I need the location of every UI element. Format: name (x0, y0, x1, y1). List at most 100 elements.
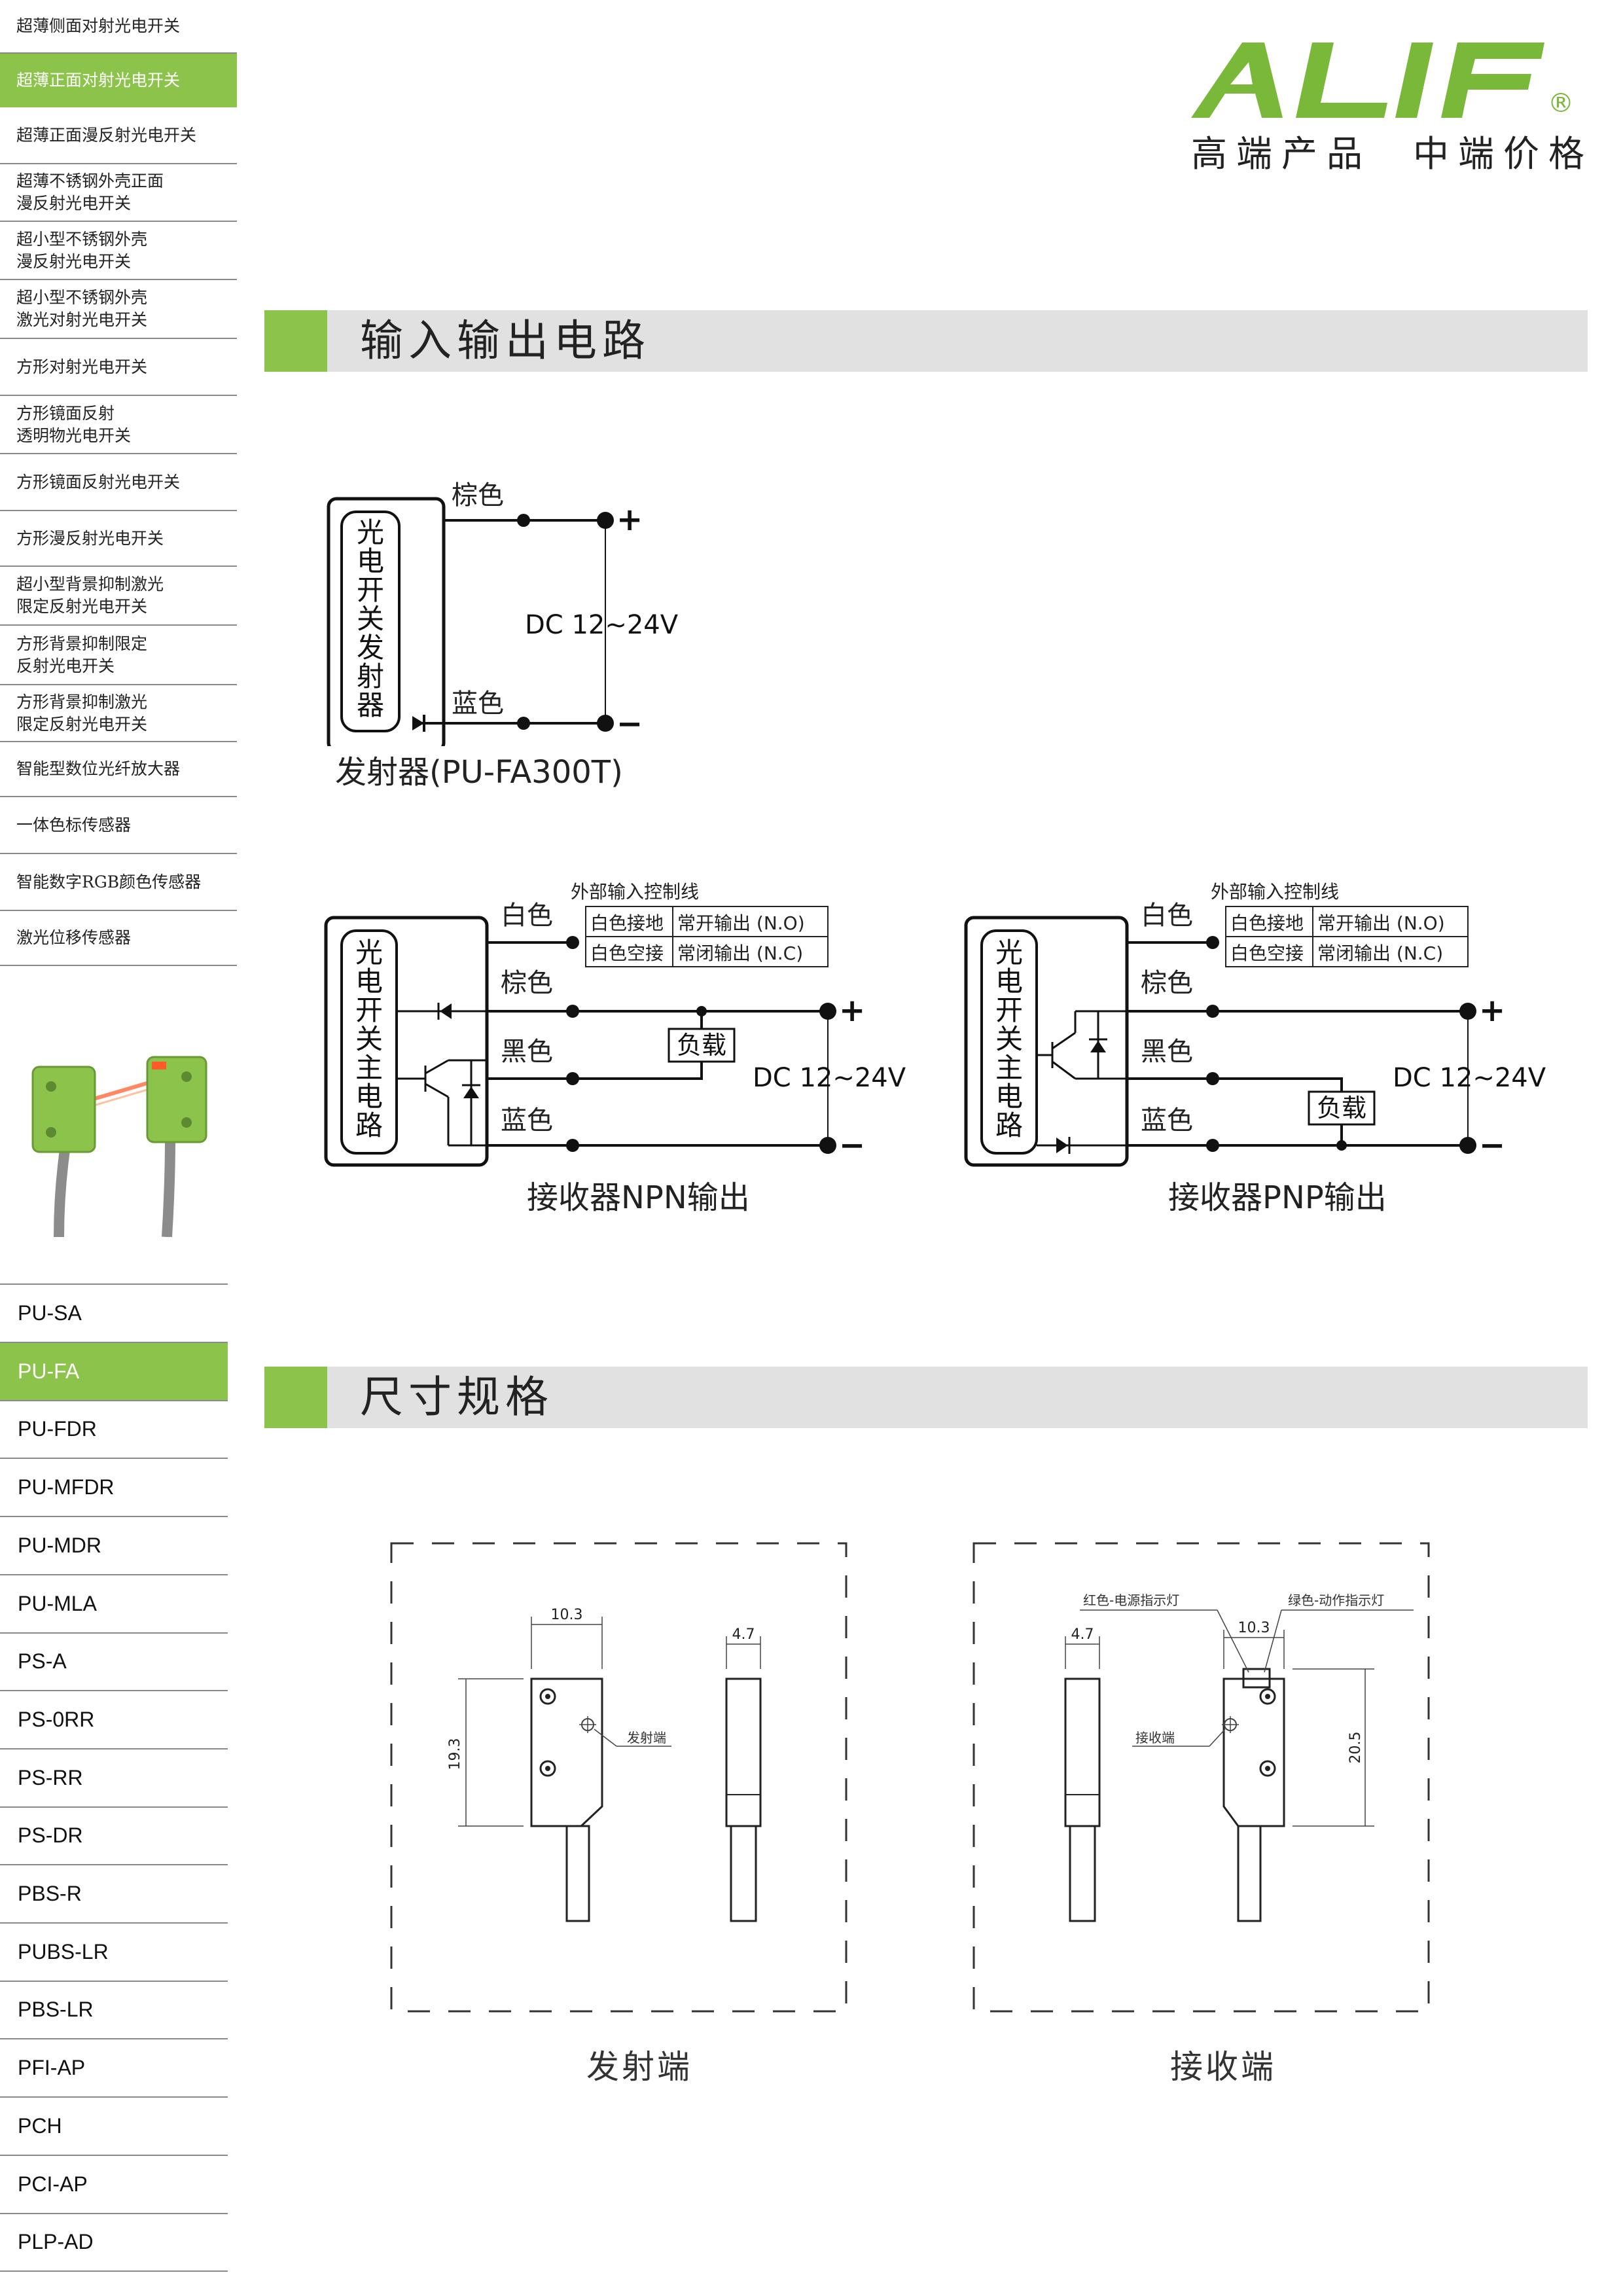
model-menu-item-label: PU-MDR (18, 1534, 101, 1557)
receiver-dim-caption: 接收端 (1170, 2048, 1276, 2086)
model-menu-item[interactable]: PU-FDR (0, 1401, 228, 1459)
dim-depth: 4.7 (1071, 1626, 1094, 1643)
sensor-front-outline (1222, 1677, 1285, 1827)
section-header-dimensions: 尺寸规格 (264, 1367, 1588, 1428)
alif-logo-mark (1191, 43, 1544, 118)
wire-black-label: 黑色 (501, 1037, 553, 1067)
category-menu-item[interactable]: 超薄正面对射光电开关 (0, 54, 237, 107)
box-label-char: 开 (355, 994, 383, 1026)
registered-mark: ® (1548, 88, 1574, 118)
category-menu-item-label: 方形镜面反射 (16, 403, 115, 423)
model-menu-item[interactable]: PCI-AP (0, 2156, 228, 2214)
category-menu-item[interactable]: 方形镜面反射光电开关 (0, 454, 237, 511)
box-label-char: 器 (357, 689, 384, 721)
category-menu-item[interactable]: 方形镜面反射透明物光电开关 (0, 396, 237, 454)
cable-icon (565, 1825, 590, 1922)
model-menu-item[interactable]: PS-RR (0, 1749, 228, 1808)
category-menu-item[interactable]: 超小型背景抑制激光限定反射光电开关 (0, 567, 237, 626)
control-cell: 常闭输出 (N.C) (677, 942, 803, 964)
receiver-housing (964, 916, 1129, 1167)
load-box (668, 1028, 736, 1063)
wire-white-label: 白色 (501, 901, 553, 931)
category-menu-item-label: 超小型背景抑制激光 (16, 575, 164, 594)
control-cell: 常开输出 (N.O) (1317, 912, 1445, 934)
minus-terminal (597, 715, 614, 732)
category-menu-item[interactable]: 超薄侧面对射光电开关 (0, 0, 237, 54)
category-menu-item-label: 智能型数位光纤放大器 (16, 759, 181, 778)
model-menu-item[interactable]: PU-SA (0, 1285, 228, 1343)
model-menu-item[interactable]: PBS-R (0, 1865, 228, 1924)
receiver-dimension-drawing: 4.7 接收端 红色-电源指示灯 绿色-动作指示灯 10.3 20.5 (972, 1542, 1430, 2013)
category-menu-item[interactable]: 超小型不锈钢外壳漫反射光电开关 (0, 222, 237, 280)
wire-white-label: 白色 (1141, 901, 1193, 931)
model-menu-item[interactable]: PU-MDR (0, 1517, 228, 1575)
receive-point-label: 接收端 (1135, 1730, 1175, 1746)
led-green-label: 绿色-动作指示灯 (1288, 1592, 1384, 1608)
box-label-char: 关 (357, 603, 384, 635)
category-menu-item-label: 方形背景抑制限定 (16, 634, 148, 653)
emitter-label-box (340, 511, 401, 732)
box-label-char: 发 (357, 632, 384, 664)
model-menu-item[interactable]: PS-0RR (0, 1691, 228, 1749)
control-cell: 白色空接 (590, 942, 664, 964)
model-menu-item[interactable]: PS-DR (0, 1807, 228, 1865)
dashed-frame (972, 1542, 1430, 2013)
indicator-led-icon (1242, 1668, 1271, 1689)
section-accent-block (264, 310, 327, 372)
model-menu-item[interactable]: PBS-LR (0, 1981, 228, 2039)
model-menu-item[interactable]: PS-A (0, 1633, 228, 1691)
box-label-char: 主 (995, 1052, 1023, 1084)
category-menu-item-label: 漫反射光电开关 (16, 194, 132, 213)
category-menu-item[interactable]: 智能数字RGB颜色传感器 (0, 854, 237, 911)
brand-logo: ® (1191, 36, 1584, 121)
category-menu-item[interactable]: 方形对射光电开关 (0, 339, 237, 396)
category-menu-item[interactable]: 方形背景抑制激光限定反射光电开关 (0, 685, 237, 742)
sensor-side-outline (725, 1677, 762, 1827)
box-label-char: 关 (355, 1023, 383, 1055)
sensor-side-outline (1064, 1677, 1101, 1827)
model-menu-item-label: PU-FDR (18, 1417, 97, 1441)
category-menu-item-label: 反射光电开关 (16, 656, 115, 675)
wire-blue-label: 蓝色 (1141, 1105, 1193, 1136)
box-label-char: 开 (357, 574, 384, 606)
section-header-io-circuit: 输入输出电路 (264, 310, 1588, 372)
section-accent-block (264, 1367, 327, 1428)
control-line-title: 外部输入控制线 (571, 881, 699, 903)
wire-blue-label: 蓝色 (452, 689, 504, 719)
category-menu-item[interactable]: 激光位移传感器 (0, 911, 237, 966)
category-menu-item[interactable]: 超小型不锈钢外壳激光对射光电开关 (0, 280, 237, 339)
model-menu-item[interactable]: PU-FA (0, 1343, 228, 1401)
diode-icon (412, 716, 424, 730)
model-menu-item-label: PLP-AD (18, 2230, 94, 2253)
category-menu-item[interactable]: 一体色标传感器 (0, 797, 237, 854)
receiver-label-box (340, 929, 398, 1155)
category-menu-item-label: 超薄正面对射光电开关 (16, 71, 181, 90)
model-menu-item[interactable]: PU-MFDR (0, 1459, 228, 1517)
emitter-caption: 发射器(PU-FA300T) (335, 754, 623, 791)
wire-brown-label: 棕色 (501, 968, 553, 998)
model-menu-top-rule (0, 1283, 228, 1285)
load-label: 负载 (1317, 1094, 1366, 1122)
category-menu-item[interactable]: 方形漫反射光电开关 (0, 511, 237, 567)
model-menu-item-label: PU-FA (18, 1359, 80, 1383)
model-menu-item[interactable]: PU-MLA (0, 1575, 228, 1634)
wire-blue-label: 蓝色 (501, 1105, 553, 1136)
category-menu-item[interactable]: 超薄正面漫反射光电开关 (0, 107, 237, 164)
model-menu-item[interactable]: PUBS-LR (0, 1924, 228, 1982)
model-menu-item[interactable]: PLP-AD (0, 2214, 228, 2272)
category-menu-item[interactable]: 方形背景抑制限定反射光电开关 (0, 626, 237, 685)
model-menu-item[interactable]: PCH (0, 2098, 228, 2156)
dim-depth: 4.7 (732, 1626, 755, 1643)
plus-sign: + (839, 992, 865, 1029)
zener-icon (463, 1086, 479, 1098)
category-menu-item-label: 超薄侧面对射光电开关 (16, 16, 181, 35)
category-menu-item[interactable]: 超薄不锈钢外壳正面漫反射光电开关 (0, 164, 237, 222)
product-photo (20, 1021, 216, 1238)
wire-brown-label: 棕色 (452, 480, 504, 511)
emitter-dimension-drawing: 发射端 10.3 19.3 4.7 (390, 1542, 847, 2013)
category-menu-item-label: 超薄正面漫反射光电开关 (16, 125, 197, 145)
model-menu-item-label: PU-MFDR (18, 1475, 115, 1499)
category-menu-item-label: 方形漫反射光电开关 (16, 528, 164, 548)
category-menu-item[interactable]: 智能型数位光纤放大器 (0, 742, 237, 797)
model-menu-item[interactable]: PFI-AP (0, 2039, 228, 2098)
